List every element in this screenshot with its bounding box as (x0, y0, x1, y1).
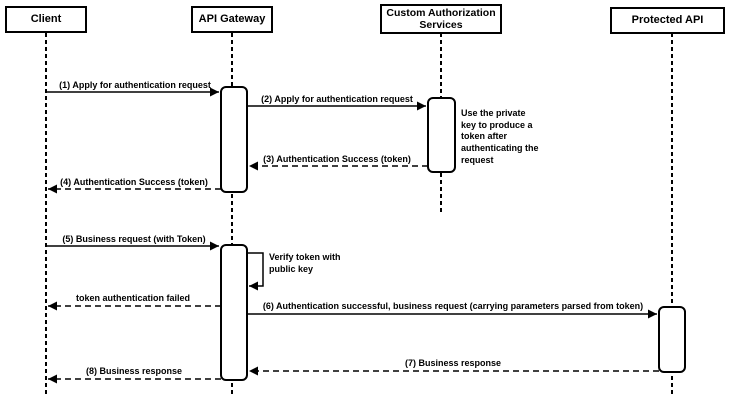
participant-custom-authorization-services: Custom Authorization Services (380, 4, 502, 34)
message-6-label: (6) Authentication successful, business … (262, 301, 644, 311)
note-private-key: Use the private key to produce a token a… (461, 108, 539, 165)
activation-api-gateway-auth (220, 86, 248, 193)
message-8-label: (8) Business response (85, 366, 183, 376)
message-1-label: (1) Apply for authentication request (59, 80, 211, 90)
participant-protected-api-label: Protected API (631, 14, 704, 27)
activation-custom-auth (427, 97, 456, 173)
participant-client: Client (5, 6, 87, 33)
activation-protected-api (658, 306, 686, 373)
message-3-label: (3) Authentication Success (token) (263, 154, 411, 164)
activation-api-gateway-business (220, 244, 248, 381)
message-4-label: (4) Authentication Success (token) (60, 177, 208, 187)
arrow-self-verify-token (247, 252, 264, 291)
participant-api-gateway: API Gateway (191, 6, 273, 33)
participant-custom-auth-label: Custom Authorization Services (386, 6, 496, 31)
message-token-failed-label: token authentication failed (75, 293, 191, 303)
participant-protected-api: Protected API (610, 7, 725, 34)
participant-api-gateway-label: API Gateway (198, 13, 266, 26)
message-2-label: (2) Apply for authentication request (261, 94, 413, 104)
message-7-label: (7) Business response (404, 358, 502, 368)
participant-client-label: Client (30, 13, 62, 26)
self-message-verify-token-label: Verify token with public key (269, 252, 341, 274)
message-5-label: (5) Business request (with Token) (62, 234, 206, 244)
